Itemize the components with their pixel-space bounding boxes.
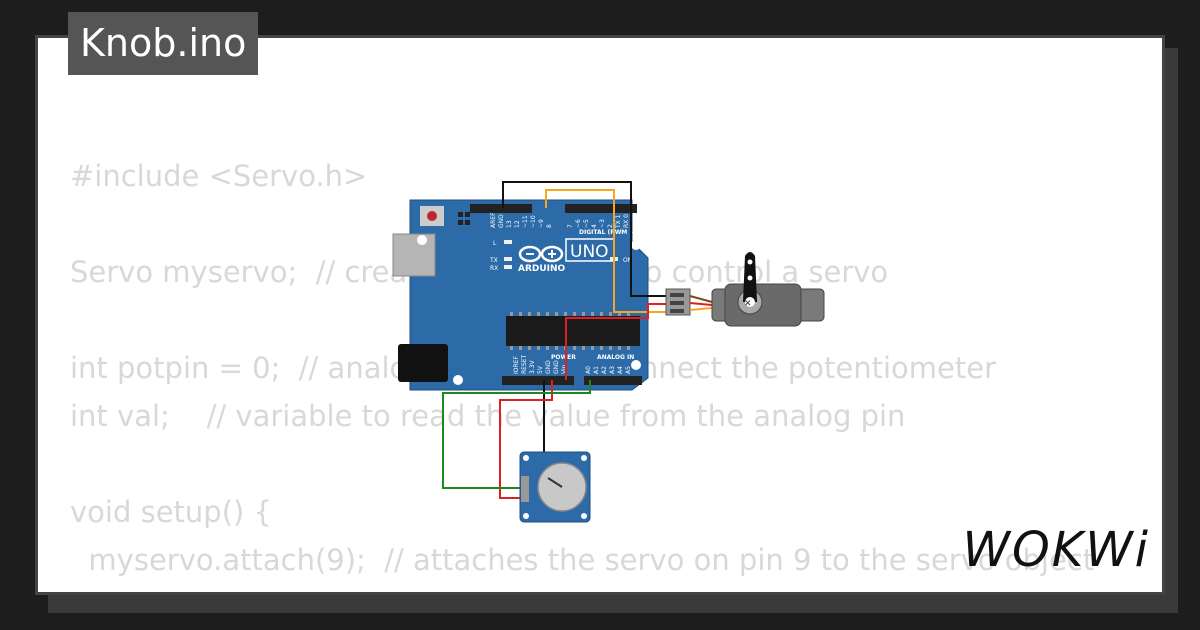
- mount-hole: [631, 360, 641, 370]
- pin-label: GND: [553, 360, 560, 374]
- reset-button-cap: [427, 211, 437, 221]
- pin-label: A3: [609, 366, 616, 374]
- on-label: ON: [623, 257, 632, 264]
- pin-label: ~11: [522, 215, 529, 228]
- atmega-chip: [506, 316, 640, 346]
- arduino-logo: [518, 245, 564, 263]
- chip-pins: [510, 312, 630, 350]
- icsp-header: [458, 212, 470, 225]
- digital-header-right: [565, 204, 637, 213]
- uno-logo: UNO: [570, 242, 609, 262]
- pin-label: A2: [601, 366, 608, 374]
- pin-label: Vin: [561, 364, 568, 374]
- pin-label: A5: [625, 366, 632, 374]
- led-label-l: L: [493, 240, 497, 247]
- pin-label: A4: [617, 366, 624, 374]
- pin-label: 7: [567, 224, 574, 228]
- pin-label: IOREF: [513, 356, 520, 374]
- analog-header: [584, 376, 642, 385]
- pin-label: TX 1: [615, 214, 622, 229]
- led-label-rx: RX: [490, 265, 498, 272]
- pin-label: A0: [585, 366, 592, 374]
- sketch-title: Knob.ino: [68, 12, 259, 75]
- digital-label: DIGITAL (PWM ~): [579, 229, 637, 236]
- pin-label: ~5: [583, 219, 590, 228]
- mount-hole: [631, 240, 641, 250]
- code-line: }: [70, 591, 88, 592]
- potentiometer[interactable]: [519, 451, 591, 523]
- pin-label: ~3: [599, 219, 606, 228]
- pin-label: 4: [591, 224, 598, 228]
- pin-label: 3.3V: [529, 359, 536, 374]
- power-jack: [398, 344, 448, 382]
- led-tx: [504, 257, 512, 261]
- code-line: void setup() {: [70, 495, 272, 529]
- pin-label: RX 0: [623, 214, 630, 228]
- arduino-brand-text: ARDUINO: [518, 264, 566, 274]
- pin-label: RESET: [521, 354, 528, 374]
- pin-label: 5V: [537, 365, 544, 374]
- pin-label: ~10: [530, 215, 537, 228]
- power-label: POWER: [551, 354, 576, 361]
- wire-red-servo[interactable]: [565, 303, 668, 380]
- pin-label: 8: [546, 224, 553, 228]
- code-line: myservo.attach(9); // attaches the servo…: [70, 543, 1095, 577]
- servo-screw-icon: ✕: [744, 299, 752, 309]
- mount-hole: [417, 235, 427, 245]
- wire-orange-servo[interactable]: [545, 189, 668, 313]
- code-line: int val; // variable to read the value f…: [70, 399, 906, 433]
- wire-green-pot[interactable]: [442, 380, 591, 489]
- wire-black-servo[interactable]: [502, 181, 668, 297]
- pin-label: 12: [514, 220, 521, 228]
- pin-label: ~6: [575, 219, 582, 228]
- led-label-tx: TX: [489, 257, 498, 264]
- code-line: #include <Servo.h>: [70, 159, 368, 193]
- pin-label: AREF: [490, 212, 497, 228]
- led-rx: [504, 265, 512, 269]
- arduino-uno-board[interactable]: AREF GND 13 12 ~11 ~10 ~9 8 7 ~6 ~5 4 ~3…: [392, 199, 649, 391]
- pin-label: A1: [593, 366, 600, 374]
- pin-label: GND: [545, 360, 552, 374]
- pin-label: 13: [506, 220, 513, 228]
- code-listing: #include <Servo.h> Servo myservo; // cre…: [70, 152, 1095, 592]
- pin-label: GND: [498, 214, 505, 228]
- digital-header-left: [470, 204, 532, 213]
- led-l: [504, 240, 512, 244]
- usb-port: [392, 233, 436, 277]
- power-header: [502, 376, 574, 385]
- wokwi-logo: WOKWi: [962, 522, 1150, 578]
- pin-label: ~9: [538, 219, 545, 228]
- servo-motor[interactable]: ✕: [665, 252, 825, 327]
- mount-hole: [453, 375, 463, 385]
- analog-label: ANALOG IN: [597, 354, 634, 361]
- pin-label: 2: [607, 224, 614, 228]
